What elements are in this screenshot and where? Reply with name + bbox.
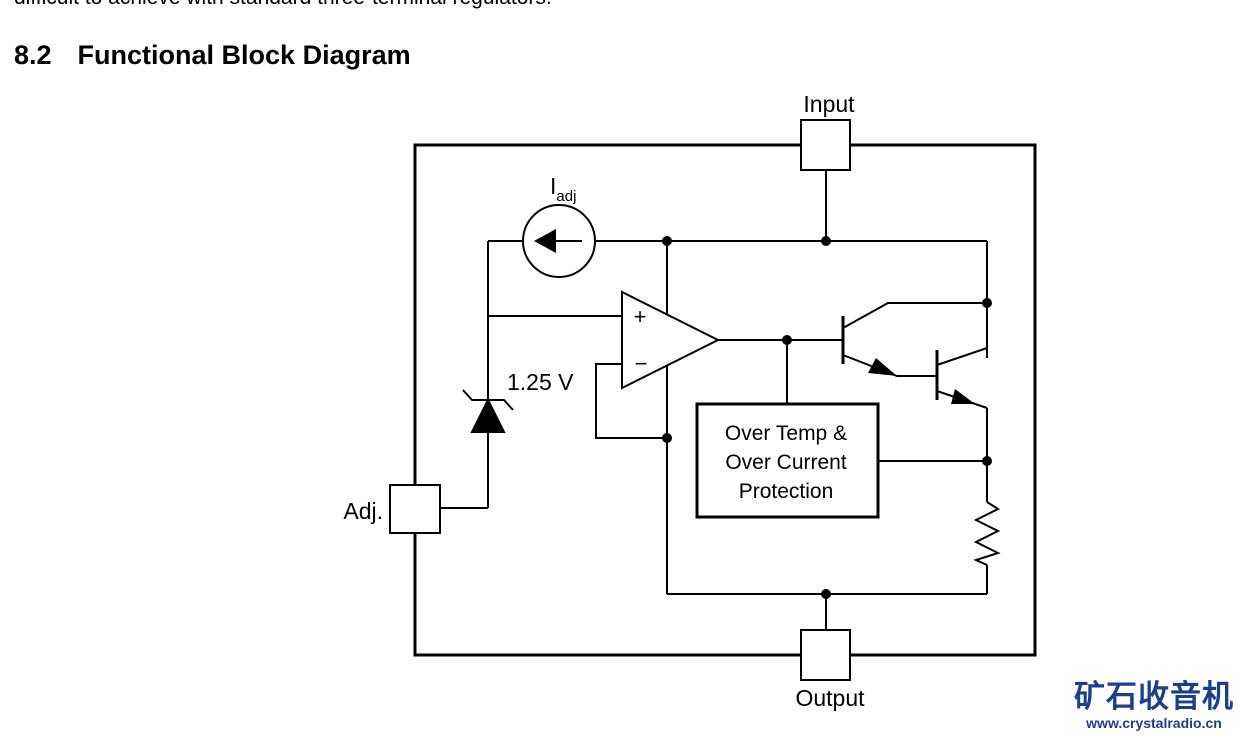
intro-text: difficult to achieve with standard three… <box>14 0 552 10</box>
error-amplifier <box>621 290 721 390</box>
protection-block <box>695 402 880 519</box>
reference-voltage-label: 1.25 V <box>507 369 574 395</box>
section-title: Functional Block Diagram <box>77 40 411 70</box>
current-source <box>522 204 596 278</box>
sense-resistor <box>973 501 1001 566</box>
adj-pin <box>389 484 441 534</box>
input-pin <box>800 119 851 171</box>
section-heading: 8.2 Functional Block Diagram <box>14 40 411 71</box>
arrow-left-icon <box>534 229 556 253</box>
opamp-minus: − <box>635 351 648 376</box>
protection-line-2: Over Current <box>725 451 847 474</box>
ic-outline <box>413 143 1037 657</box>
zener-diode <box>462 389 514 433</box>
output-label: Output <box>795 685 865 711</box>
watermark-url: www.crystalradio.cn <box>1086 715 1222 731</box>
pass-transistor <box>935 346 988 409</box>
protection-line-3: Protection <box>739 480 834 503</box>
iadj-label: Iadj <box>550 173 576 205</box>
watermark-chinese: 矿石收音机 <box>1074 679 1234 715</box>
watermark-logo: 矿石收音机 www.crystalradio.cn <box>1074 680 1234 732</box>
driver-transistor <box>841 302 987 377</box>
section-number: 8.2 <box>14 40 52 70</box>
input-label: Input <box>803 91 855 117</box>
output-pin <box>800 629 851 681</box>
junction-dots <box>662 236 992 599</box>
adj-label: Adj. <box>343 498 383 524</box>
opamp-plus: + <box>634 304 647 329</box>
protection-line-1: Over Temp & <box>725 422 847 445</box>
wires <box>440 170 988 630</box>
